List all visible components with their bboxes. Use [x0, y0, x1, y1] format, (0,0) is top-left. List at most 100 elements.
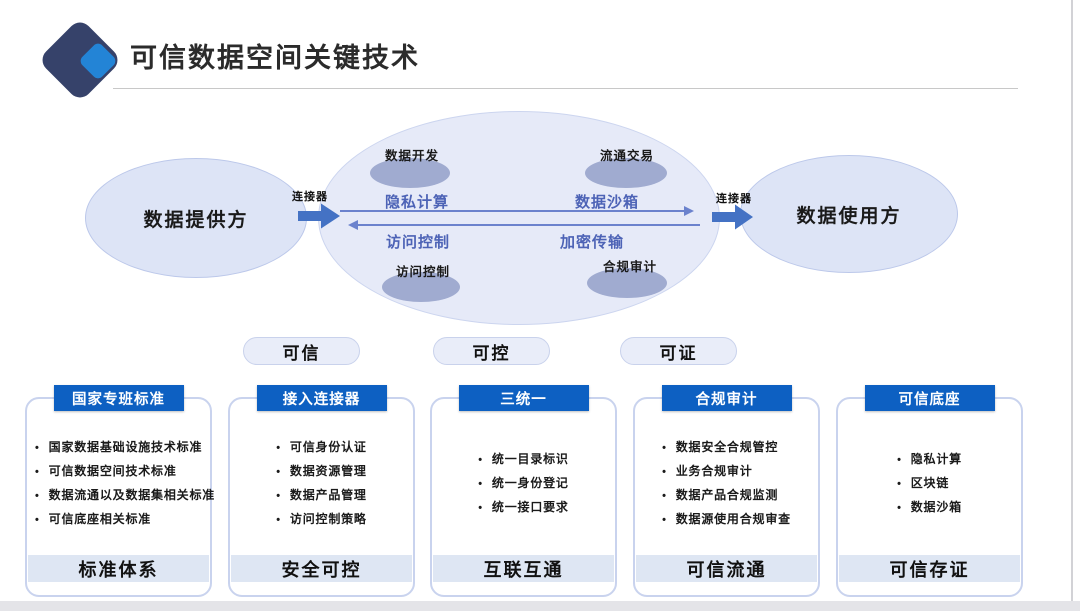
- flow-label: 访问控制: [385, 234, 450, 251]
- card-footer: 安全可控: [231, 555, 412, 582]
- bubble-trade: [585, 158, 667, 188]
- bullet-icon: •: [276, 489, 281, 502]
- list-item-label: 可信数据空间技术标准: [48, 463, 177, 478]
- card-header: 三统一: [458, 385, 589, 411]
- list-item-label: 国家数据基础设施技术标准: [48, 439, 203, 454]
- list-item-label: 隐私计算: [910, 451, 962, 466]
- bullet-icon: •: [662, 465, 667, 478]
- list-item-label: 可信身份认证: [289, 439, 367, 454]
- bullet-icon: •: [662, 489, 667, 502]
- bullet-icon: •: [662, 513, 667, 526]
- bullet-icon: •: [276, 465, 281, 478]
- bullet-icon: •: [897, 453, 902, 466]
- list-item-label: 统一身份登记: [491, 475, 569, 490]
- list-item: • 国家数据基础设施技术标准: [35, 438, 215, 455]
- title-divider: [113, 88, 1018, 89]
- bullet-icon: •: [35, 513, 40, 526]
- card-footer: 可信存证: [839, 555, 1020, 582]
- list-item-label: 数据资源管理: [289, 463, 367, 478]
- page-title: 可信数据空间关键技术: [130, 43, 420, 73]
- list-item-label: 业务合规审计: [675, 463, 753, 478]
- bullet-icon: •: [662, 441, 667, 454]
- bullet-icon: •: [35, 465, 40, 478]
- list-item-label: 统一目录标识: [491, 451, 569, 466]
- bullet-icon: •: [35, 441, 40, 454]
- card-body: • 统一目录标识 • 统一身份登记 •统一接口要求: [440, 413, 607, 551]
- pill-label: 可证: [659, 343, 698, 363]
- card-three-unified: 三统一 • 统一目录标识 • 统一身份登记 •统一接口要求 互联互通: [430, 385, 617, 597]
- flow-label: 数据沙箱: [574, 194, 639, 211]
- list-item: • 可信身份认证: [276, 438, 366, 455]
- bubble-access-control: [382, 272, 460, 302]
- list-item-label: 数据安全合规管控: [675, 439, 779, 454]
- slide-bottom-border: [0, 601, 1080, 611]
- card-body: • 可信身份认证 • 数据资源管理 • 数据产品管理 • 访问控制策略: [238, 413, 405, 551]
- pill-label: 可信: [282, 343, 321, 363]
- list-item-label: 访问控制策略: [289, 511, 367, 526]
- bullet-list: • 可信身份认证 • 数据资源管理 • 数据产品管理 • 访问控制策略: [276, 431, 366, 534]
- list-item: •可信底座相关标准: [35, 510, 215, 527]
- card-connector: 接入连接器 • 可信身份认证 • 数据资源管理 • 数据产品管理 • 访问控制策略 安全…: [228, 385, 415, 597]
- bubble-label: 合规审计: [602, 260, 657, 274]
- provider-ellipse: 数据提供方: [85, 158, 307, 278]
- consumer-ellipse: 数据使用方: [740, 155, 958, 273]
- bubble-compliance-audit: [587, 268, 667, 298]
- list-item: •统一接口要求: [478, 498, 568, 515]
- list-item: • 可信数据空间技术标准: [35, 462, 215, 479]
- logo-icon: [18, 8, 123, 103]
- bullet-icon: •: [35, 489, 40, 502]
- list-item-label: 统一接口要求: [491, 499, 569, 514]
- bullet-icon: •: [478, 477, 483, 490]
- bubble-label: 数据开发: [384, 149, 439, 163]
- bullet-icon: •: [478, 453, 483, 466]
- list-item-label: 数据沙箱: [910, 499, 962, 514]
- list-item: • 数据产品管理: [276, 486, 366, 503]
- list-item-label: 数据源使用合规审查: [675, 511, 791, 526]
- bullet-list: • 统一目录标识 • 统一身份登记 •统一接口要求: [478, 443, 568, 522]
- bubble-label: 访问控制: [395, 265, 450, 279]
- list-item: •数据沙箱: [897, 498, 962, 515]
- bullet-list: • 国家数据基础设施技术标准 • 可信数据空间技术标准 • 数据流通以及数据集相关标准…: [35, 431, 215, 534]
- list-item: • 区块链: [897, 474, 962, 491]
- pill-trusted: 可信: [243, 337, 360, 365]
- list-item-label: 数据流通以及数据集相关标准: [48, 487, 216, 502]
- card-footer: 标准体系: [28, 555, 209, 582]
- list-item: • 数据流通以及数据集相关标准: [35, 486, 215, 503]
- connector-label: 连接器: [292, 191, 328, 203]
- consumer-label: 数据使用方: [796, 205, 902, 227]
- list-item: • 数据安全合规管控: [662, 438, 791, 455]
- list-item: • 访问控制策略: [276, 510, 366, 527]
- list-item-label: 数据产品管理: [289, 487, 367, 502]
- list-item-label: 数据产品合规监测: [675, 487, 779, 502]
- list-item: • 数据产品合规监测: [662, 486, 791, 503]
- pill-controllable: 可控: [433, 337, 550, 365]
- list-item: • 统一身份登记: [478, 474, 568, 491]
- bubble-label: 流通交易: [599, 149, 654, 163]
- list-item-label: 区块链: [910, 475, 950, 490]
- flow-label: 加密传输: [559, 234, 624, 251]
- card-compliance-audit: 合规审计 • 数据安全合规管控 • 业务合规审计 • 数据产品合规监测 • 数据源使用合…: [633, 385, 820, 597]
- data-space-ellipse: [318, 111, 720, 325]
- pill-certifiable: 可证: [620, 337, 737, 365]
- card-footer: 互联互通: [433, 555, 614, 582]
- connector-label: 连接器: [716, 193, 752, 205]
- list-item: • 隐私计算: [897, 450, 962, 467]
- card-body: • 隐私计算 • 区块链 •数据沙箱: [846, 413, 1013, 551]
- provider-label: 数据提供方: [143, 209, 249, 231]
- card-footer: 可信流通: [636, 555, 817, 582]
- list-item: • 统一目录标识: [478, 450, 568, 467]
- flow-label: 隐私计算: [384, 194, 449, 211]
- card-trusted-base: 可信底座 •隐私计算 •区块链 •数据沙箱 可信存证: [836, 385, 1023, 597]
- card-header: 合规审计: [661, 385, 792, 411]
- card-standards: 国家专班标准 •国家数据基础设施技术标准 •可信数据空间技术标准 •数据流通以及…: [25, 385, 214, 597]
- bullet-icon: •: [276, 513, 281, 526]
- card-header: 接入连接器: [256, 385, 387, 411]
- card-body: • 国家数据基础设施技术标准 • 可信数据空间技术标准 • 数据流通以及数据集相关标准…: [35, 413, 214, 551]
- bullet-list: • 隐私计算 • 区块链 •数据沙箱: [897, 443, 962, 522]
- bullet-icon: •: [897, 477, 902, 490]
- bullet-icon: •: [276, 441, 281, 454]
- slide-right-border: [1071, 0, 1073, 611]
- list-item: • 数据资源管理: [276, 462, 366, 479]
- bubble-data-dev: [370, 158, 450, 188]
